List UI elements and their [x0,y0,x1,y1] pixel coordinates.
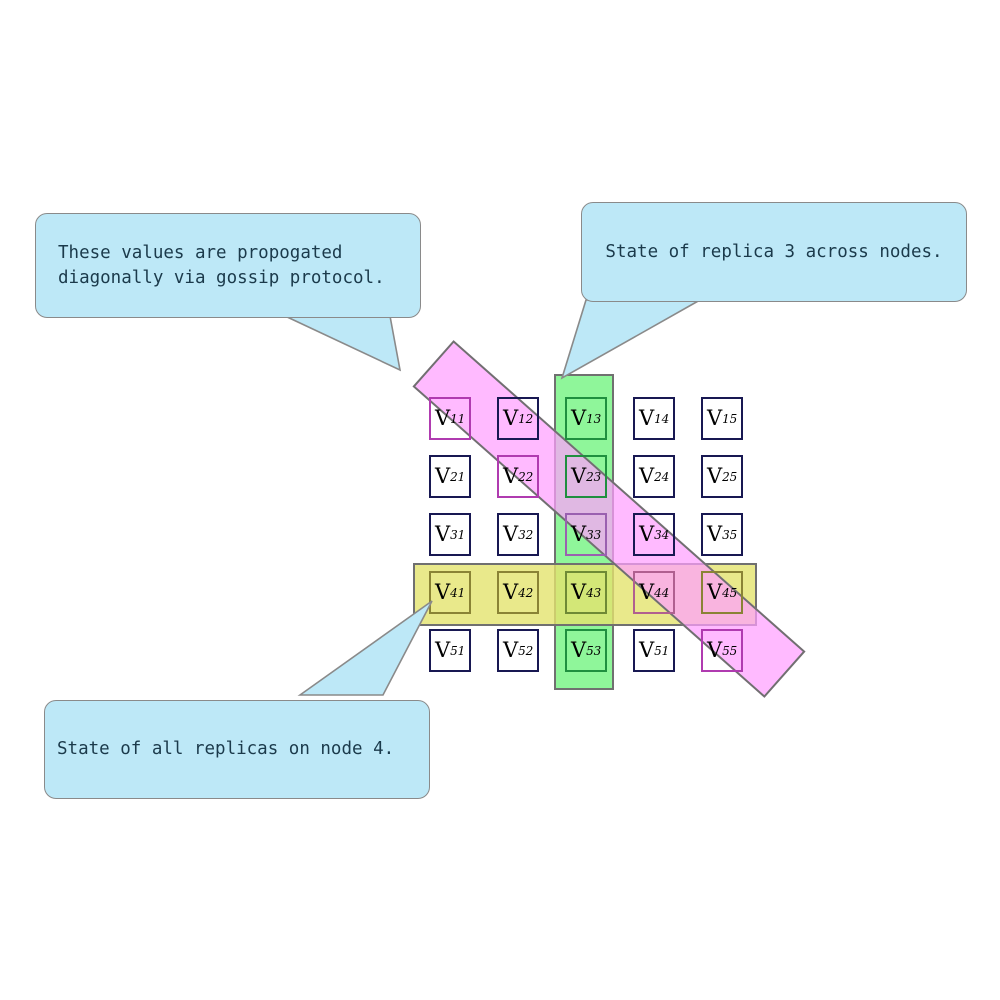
cell-base-symbol: V [706,464,723,488]
cell-subscript: 52 [518,643,534,658]
callout-gossip-note[interactable]: These values are propogated diagonally v… [35,213,421,318]
cell-subscript: 51 [654,643,670,658]
cell-subscript: 35 [722,527,738,542]
callout-node-note[interactable]: State of all replicas on node 4. [44,700,430,799]
cell-base-symbol: V [502,638,519,662]
cell-subscript: 31 [450,527,466,542]
replica-note-tail [560,299,704,380]
cell-base-symbol: V [570,406,587,430]
cell-base-symbol: V [502,580,519,604]
callout-replica-note[interactable]: State of replica 3 across nodes. [581,202,967,302]
cell-base-symbol: V [434,580,451,604]
gossip-note-tail [284,315,402,372]
cell-subscript: 25 [722,469,738,484]
cell-subscript: 53 [586,643,602,658]
cell-subscript: 43 [586,585,602,600]
callout-gossip-note-text: These values are propogated diagonally v… [58,242,385,288]
cell-subscript: 12 [518,411,534,426]
cell-subscript: 42 [518,585,534,600]
cell-subscript: 13 [586,411,602,426]
cell-subscript: 55 [722,643,738,658]
cell-base-symbol: V [570,638,587,662]
callout-replica-note-text: State of replica 3 across nodes. [605,241,943,262]
cell-subscript: 15 [722,411,738,426]
cell-base-symbol: V [638,522,655,546]
cell-base-symbol: V [570,522,587,546]
cell-base-symbol: V [502,406,519,430]
cell-base-symbol: V [502,522,519,546]
cell-base-symbol: V [638,638,655,662]
cell-subscript: 23 [586,469,602,484]
cell-subscript: 33 [586,527,602,542]
cell-base-symbol: V [502,464,519,488]
callout-node-note-text: State of all replicas on node 4. [57,739,395,760]
cell-subscript: 34 [654,527,670,542]
cell-subscript: 24 [654,469,670,484]
cell-base-symbol: V [706,522,723,546]
cell-subscript: 51 [450,643,466,658]
cell-base-symbol: V [434,522,451,546]
cell-base-symbol: V [570,580,587,604]
cell-base-symbol: V [706,406,723,430]
cell-base-symbol: V [434,406,451,430]
cell-subscript: 45 [722,585,738,600]
cell-base-symbol: V [434,464,451,488]
cell-base-symbol: V [434,638,451,662]
cell-subscript: 14 [654,411,670,426]
cell-subscript: 32 [518,527,534,542]
cell-subscript: 44 [654,585,670,600]
cell-subscript: 11 [450,411,466,426]
node-note-tail [297,600,433,696]
cell-base-symbol: V [638,406,655,430]
cell-subscript: 22 [518,469,534,484]
cell-base-symbol: V [638,580,655,604]
cell-subscript: 21 [450,469,466,484]
cell-base-symbol: V [638,464,655,488]
cell-base-symbol: V [706,580,723,604]
cell-subscript: 41 [450,585,466,600]
cell-base-symbol: V [706,638,723,662]
cell-base-symbol: V [570,464,587,488]
